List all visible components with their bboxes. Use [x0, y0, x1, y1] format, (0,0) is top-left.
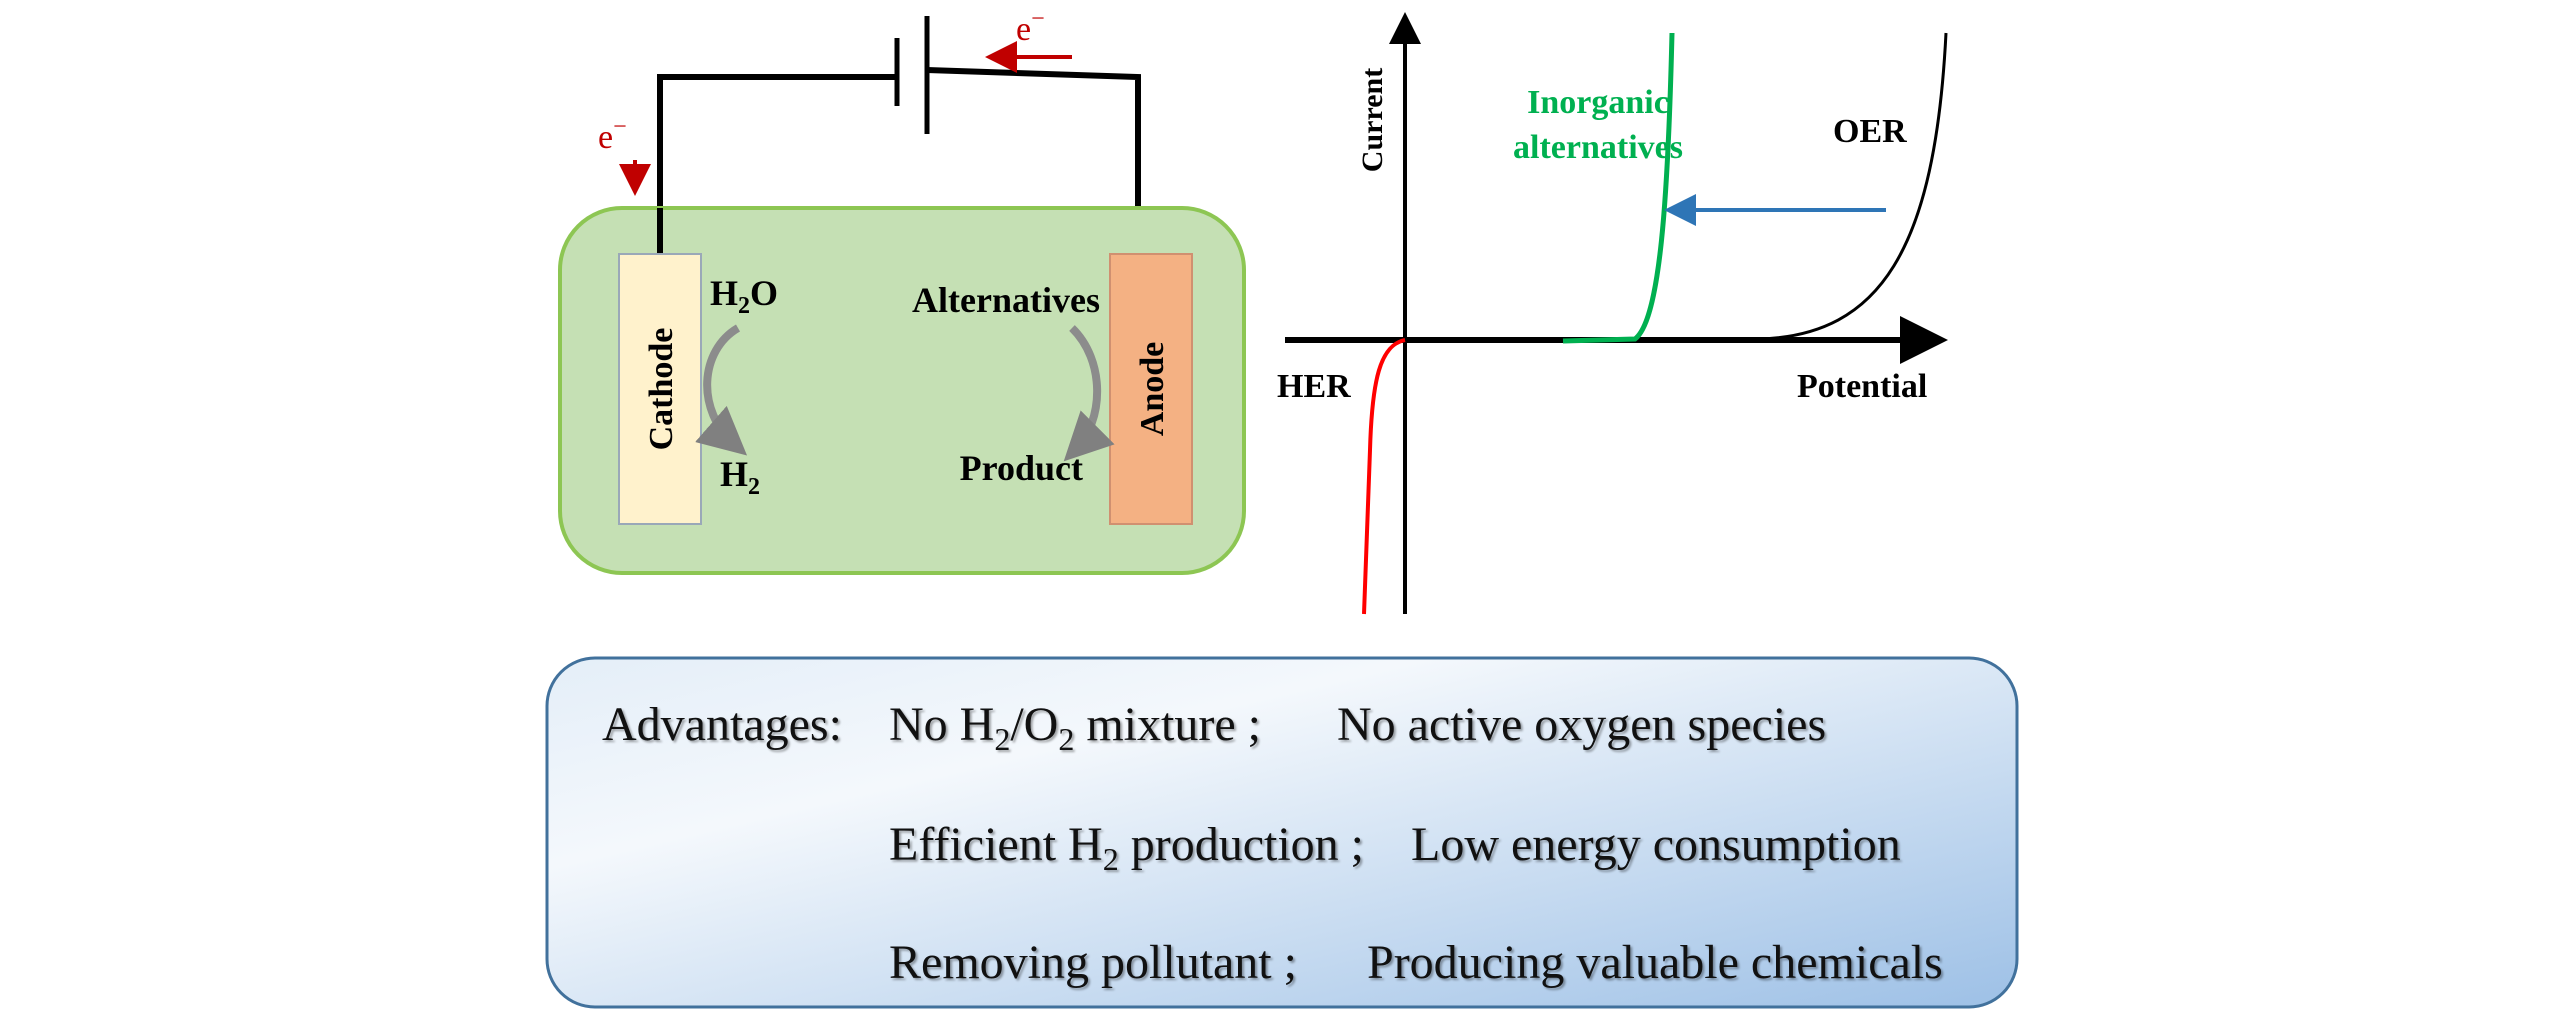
- cathode-electrode: [618, 253, 702, 525]
- oer-label: OER: [1833, 113, 1907, 150]
- her-label: HER: [1277, 368, 1351, 405]
- h2-label: H2: [720, 454, 760, 500]
- advantage-no-mixture: No H2/O2 mixture ;: [889, 698, 1261, 757]
- electrolyte-cell: [558, 206, 1246, 575]
- electron-flow-top: e−: [985, 6, 1072, 73]
- svg-text:e−: e−: [1016, 6, 1045, 48]
- her-curve: [1362, 338, 1406, 615]
- advantage-efficient-h2: Efficient H2 production ;: [889, 818, 1364, 877]
- advantages-title: Advantages:: [602, 698, 842, 751]
- cathode-reaction-arrow-icon: [695, 324, 748, 456]
- product-label: Product: [960, 448, 1083, 488]
- anode-label: Anode: [1134, 342, 1171, 436]
- y-axis-label: Current: [1356, 68, 1389, 172]
- h2o-label: H2O: [710, 273, 778, 319]
- advantages-box: [545, 656, 2019, 1009]
- cathode-label: Cathode: [643, 328, 680, 451]
- inorganic-curve: [1562, 32, 1675, 344]
- svg-text:e−: e−: [598, 114, 627, 156]
- advantage-removing-pollutant: Removing pollutant ;: [889, 936, 1297, 989]
- advantage-valuable-chemicals: Producing valuable chemicals: [1367, 936, 1943, 989]
- advantage-no-active-oxygen: No active oxygen species: [1337, 698, 1826, 751]
- battery-icon: [894, 16, 930, 134]
- electron-flow-left: e−: [598, 114, 651, 196]
- advantage-low-energy: Low energy consumption: [1411, 818, 1901, 871]
- anode-electrode: [1109, 253, 1193, 525]
- x-axis-label: Potential: [1797, 368, 1927, 405]
- oer-curve: [1639, 32, 1948, 342]
- alternatives-label: Alternatives: [912, 280, 1100, 320]
- anode-reaction-arrow-icon: [1063, 325, 1115, 462]
